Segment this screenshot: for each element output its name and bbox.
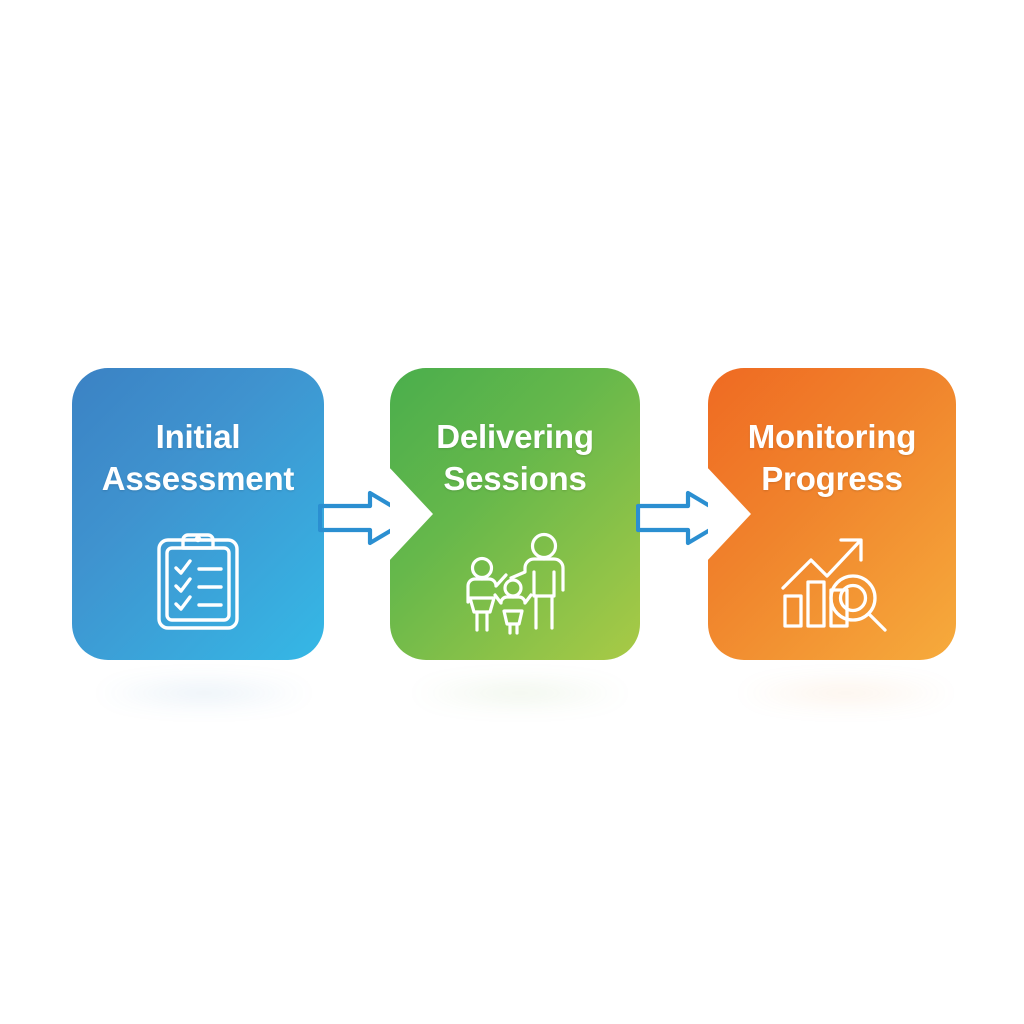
step-title-monitoring-progress: Monitoring Progress (747, 418, 917, 497)
step-card-monitoring-progress[interactable]: Monitoring Progress (708, 368, 956, 660)
step-card-delivering-sessions[interactable]: Delivering Sessions (390, 368, 640, 660)
step-shadow-1 (96, 680, 312, 706)
step-card-initial-assessment[interactable]: Initial Assessment (72, 368, 324, 660)
clipboard-checklist-icon (143, 526, 253, 636)
family-group-icon (452, 528, 582, 638)
step-shadow-3 (738, 680, 954, 706)
step-shadow-2 (412, 680, 628, 706)
step-title-initial-assessment: Initial Assessment (101, 418, 295, 497)
step-title-delivering-sessions: Delivering Sessions (436, 418, 594, 497)
growth-chart-magnifier-icon (775, 526, 893, 636)
